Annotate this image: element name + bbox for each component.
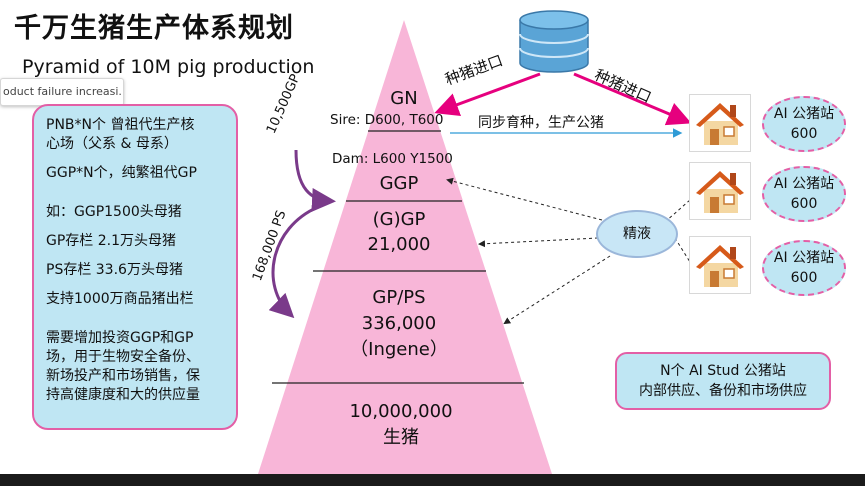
- tier-ggp2-name: (G)GP: [372, 209, 426, 230]
- house-icon: [689, 162, 751, 220]
- info-line: PS存栏 33.6万头母猪: [46, 262, 183, 278]
- dam-label: Dam: L600 Y1500: [332, 151, 453, 167]
- ai-station: AI 公猪站 600: [762, 96, 846, 152]
- info-line: 持高健康度和大的供应量: [46, 387, 200, 403]
- tier-pigs-name: 生猪: [383, 427, 419, 448]
- info-line: PNB*N个 曾祖代生产核: [46, 117, 195, 133]
- info-line: 新场投产和市场销售，保: [46, 368, 200, 384]
- ps-curve-arrow: [268, 205, 319, 319]
- tier-gn-label: GN: [390, 88, 418, 109]
- ai-station: AI 公猪站 600: [762, 166, 846, 222]
- tier-ggp-label: GGP: [379, 173, 419, 194]
- tier-pigs-value: 10,000,000: [349, 401, 453, 422]
- house-icon: [689, 94, 751, 152]
- pyramid: [258, 20, 552, 474]
- semen-arrow-ggp: [446, 177, 603, 221]
- import-arrow-right: [573, 72, 692, 126]
- ai-stud-desc: 内部供应、备份和市场供应: [639, 383, 807, 399]
- import-arrow-left: [434, 72, 541, 117]
- semen-arrow-ps: [503, 255, 611, 325]
- info-line: 场，用于生物安全备份、: [46, 349, 200, 365]
- semen-label: 精液: [623, 226, 651, 242]
- info-line: 需要增加投资GGP和GP: [46, 330, 194, 346]
- info-line: GP存栏 2.1万头母猪: [46, 233, 177, 249]
- tier-gpps-value: 336,000: [361, 313, 437, 334]
- info-line: 支持1000万商品猪出栏: [46, 291, 194, 307]
- semen-link-2: [674, 237, 691, 263]
- ai-station-count: 600: [790, 126, 818, 142]
- sire-label: Sire: D600, T600: [330, 112, 444, 128]
- tooltip: oduct failure increasi...: [0, 78, 124, 106]
- ai-stud-title: N个 AI Stud 公猪站: [660, 363, 786, 379]
- title-en: Pyramid of 10M pig production: [22, 56, 315, 78]
- info-line: 心场（父系 & 母系）: [46, 136, 178, 152]
- tier-gpps-name: GP/PS: [372, 287, 426, 308]
- house-icon: [689, 236, 751, 294]
- info-box: PNB*N个 曾祖代生产核 心场（父系 & 母系） GGP*N个，纯繁祖代GP …: [32, 104, 238, 430]
- ai-station-name: AI 公猪站: [773, 106, 835, 122]
- semen-arrow-gp: [478, 237, 599, 248]
- tier-gpps-sub: （Ingene）: [350, 339, 448, 360]
- ai-station-name: AI 公猪站: [773, 176, 835, 192]
- sync-label: 同步育种，生产公猪: [478, 115, 604, 131]
- semen-node: 精液: [596, 210, 678, 258]
- bottom-bar: [0, 474, 865, 486]
- title-cn: 千万生猪生产体系规划: [14, 13, 294, 44]
- ai-station: AI 公猪站 600: [762, 240, 846, 296]
- gp-curve-arrow: [294, 149, 336, 212]
- database-icon: [519, 10, 589, 73]
- info-line: 如：GGP1500头母猪: [46, 204, 182, 220]
- info-line: GGP*N个，纯繁祖代GP: [46, 165, 197, 181]
- tier-ggp2-value: 21,000: [367, 234, 431, 255]
- ai-station-name: AI 公猪站: [773, 250, 835, 266]
- ai-station-count: 600: [790, 270, 818, 286]
- ai-stud-box: N个 AI Stud 公猪站 内部供应、备份和市场供应: [615, 352, 831, 410]
- ai-station-count: 600: [790, 196, 818, 212]
